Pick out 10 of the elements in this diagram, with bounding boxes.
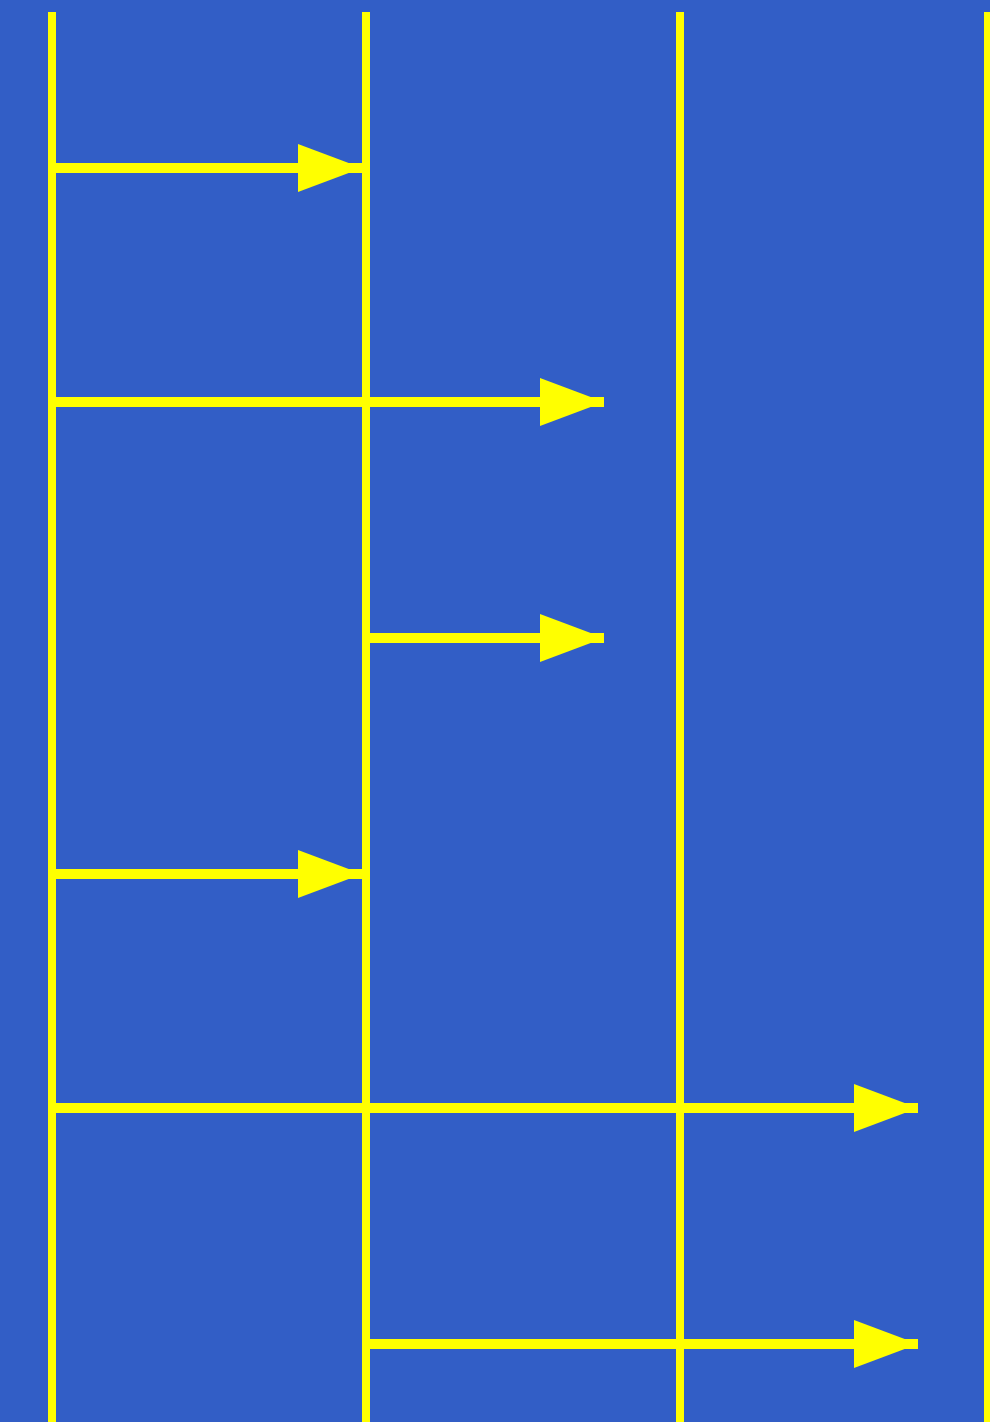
arrow (56, 378, 604, 426)
arrow (56, 850, 362, 898)
vertical-bar (676, 12, 684, 1422)
arrow (370, 614, 604, 662)
vertical-bar (984, 12, 990, 1422)
vertical-bar (362, 12, 370, 1422)
arrow (56, 144, 362, 192)
arrow (56, 1084, 918, 1132)
vertical-bar (48, 12, 56, 1422)
arrow (370, 1320, 918, 1368)
